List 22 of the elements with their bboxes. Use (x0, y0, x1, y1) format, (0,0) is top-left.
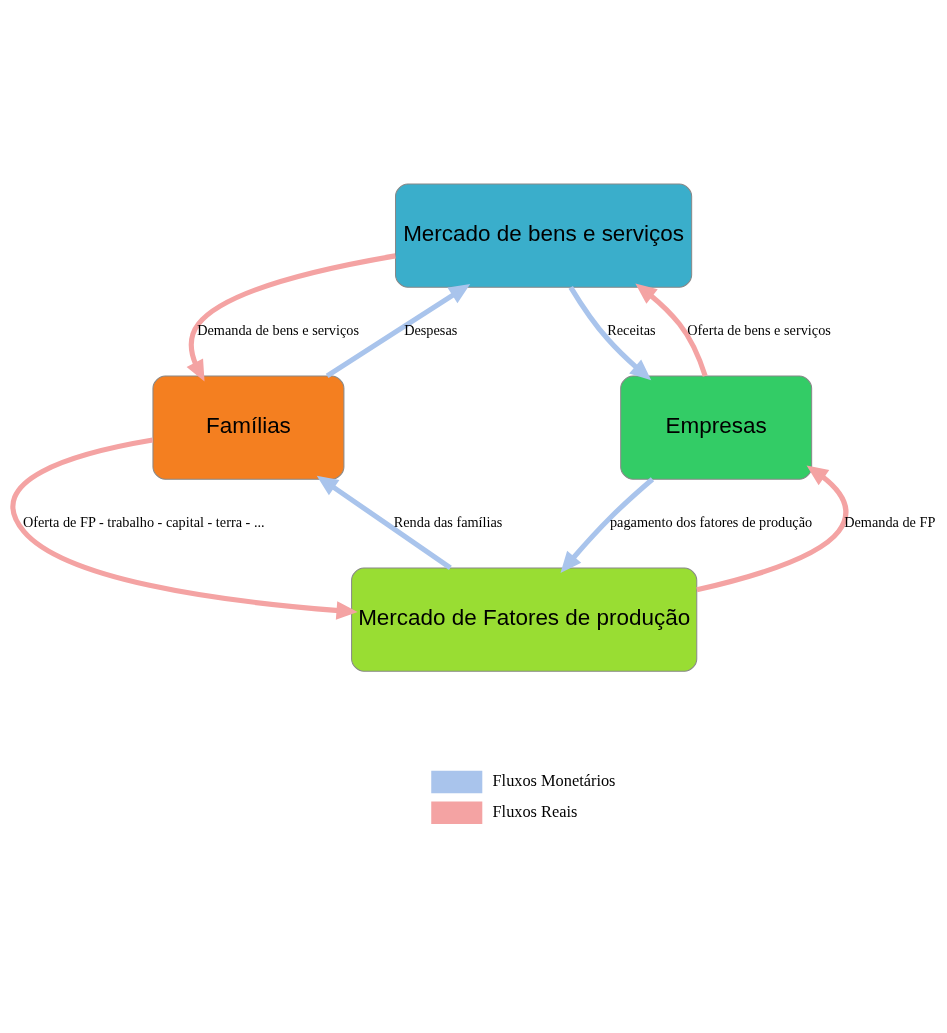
edge-label: Despesas (404, 322, 458, 339)
edge-label: Renda das famílias (393, 514, 503, 531)
edge-label: Demanda de bens e serviços (197, 322, 359, 339)
edge-label: Receitas (607, 322, 656, 339)
edge-label: pagamento dos fatores de produção (609, 514, 813, 531)
arrow (316, 475, 452, 570)
node-box: Famílias (152, 375, 345, 480)
edge-label: Demanda de FP (844, 514, 936, 531)
node-box: Empresas (620, 375, 813, 480)
legend-label: Fluxos Reais (492, 801, 578, 821)
arrow (10, 437, 358, 620)
node-box: Mercado de bens e serviços (395, 183, 693, 288)
arrow (325, 283, 471, 379)
arrow (560, 477, 655, 573)
arrow (635, 283, 708, 377)
node-box: Mercado de Fatores de produção (351, 567, 698, 672)
edge-label: Oferta de bens e serviços (687, 322, 831, 339)
arrow (568, 286, 652, 381)
arrow (186, 253, 396, 382)
legend-label: Fluxos Monetários (492, 770, 616, 790)
arrow (696, 465, 849, 593)
edge-label: Oferta de FP - trabalho - capital - terra - ... (22, 514, 265, 531)
